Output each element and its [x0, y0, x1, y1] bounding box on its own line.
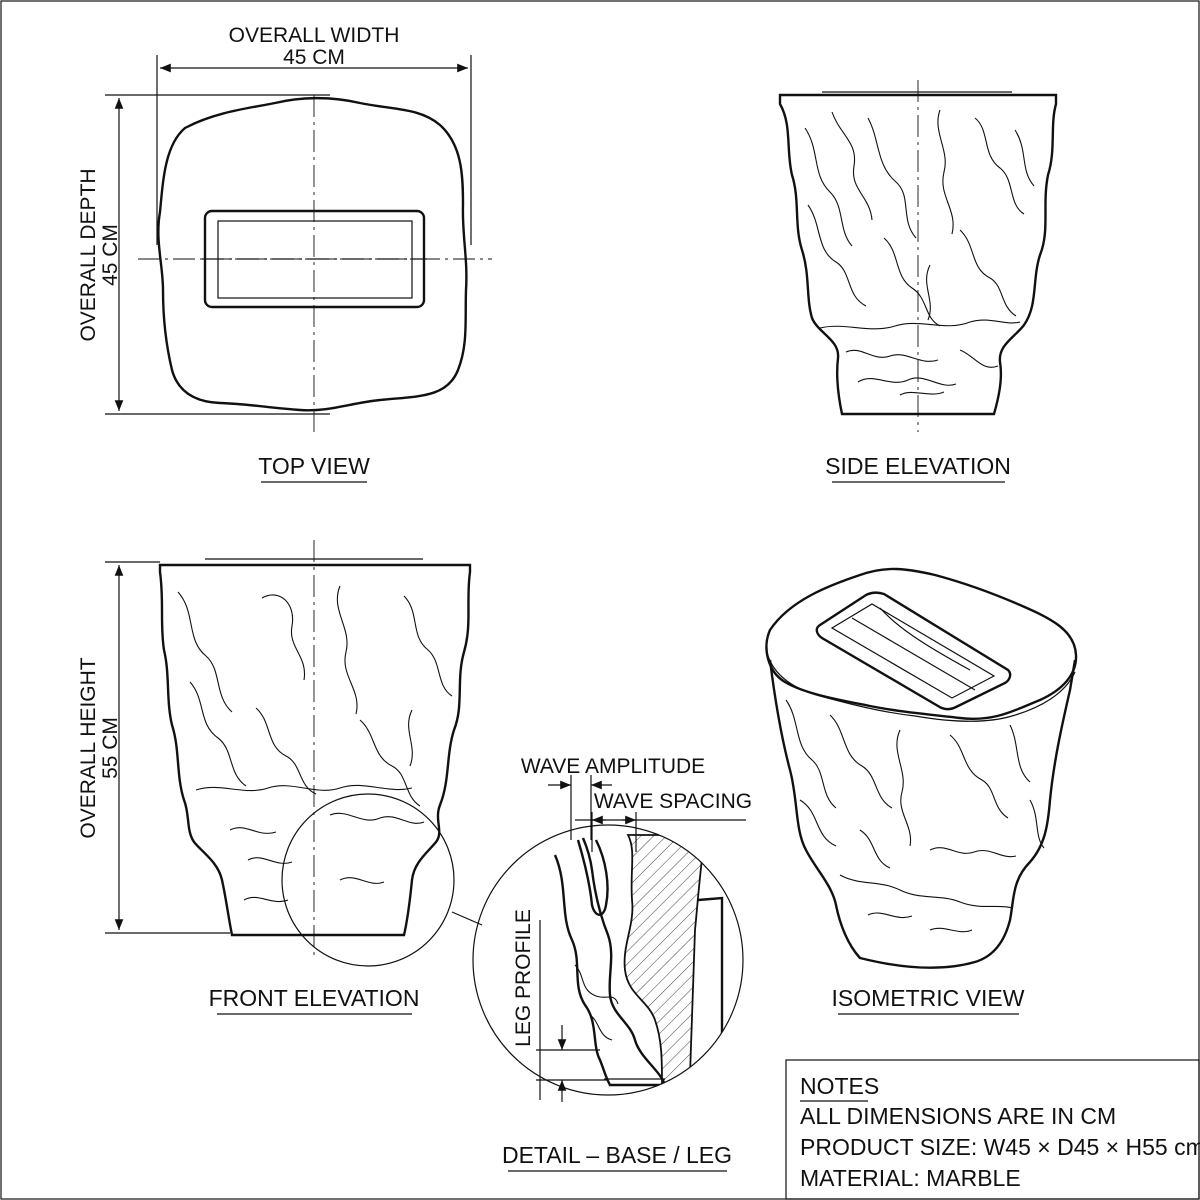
- wave-amplitude-label: WAVE AMPLITUDE: [521, 755, 705, 778]
- detail-callout-circle: [281, 793, 455, 967]
- detail-title: DETAIL – BASE / LEG: [502, 1142, 732, 1168]
- isometric-view: ISOMETRIC VIEW: [765, 567, 1078, 1015]
- width-dimension-value: 45 CM: [283, 46, 345, 69]
- wave-spacing-label: WAVE SPACING: [594, 790, 752, 813]
- notes-line-dimensions: ALL DIMENSIONS ARE IN CM: [800, 1103, 1116, 1129]
- wave-spacing-dimension: WAVE SPACING: [575, 790, 752, 852]
- width-dimension-label: OVERALL WIDTH: [229, 24, 400, 47]
- detail-circle: [472, 824, 744, 1096]
- top-view-title: TOP VIEW: [258, 453, 370, 479]
- detail-base-leg: WAVE AMPLITUDE WAVE SPACING LEG PROFILE …: [472, 755, 752, 1172]
- leg-profile-dimension: LEG PROFILE: [512, 909, 608, 1102]
- side-elevation-outline: [778, 93, 1058, 416]
- side-elevation-title: SIDE ELEVATION: [825, 453, 1011, 479]
- detail-section-hatch: [623, 834, 707, 1087]
- side-elevation-veins: [804, 109, 1035, 396]
- depth-dimension: OVERALL DEPTH 45 CM: [77, 94, 330, 415]
- notes-box: NOTES ALL DIMENSIONS ARE IN CM PRODUCT S…: [785, 1059, 1200, 1200]
- height-dimension-value: 55 CM: [99, 717, 122, 779]
- depth-dimension-value: 45 CM: [99, 224, 122, 286]
- front-elevation-outline: [158, 563, 472, 937]
- isometric-body-outline: [768, 659, 1077, 969]
- notes-heading: NOTES: [800, 1073, 879, 1099]
- wave-amplitude-dimension: WAVE AMPLITUDE: [521, 755, 705, 840]
- isometric-slot: [815, 591, 1012, 711]
- height-dimension: OVERALL HEIGHT 55 CM: [77, 561, 230, 934]
- height-dimension-label: OVERALL HEIGHT: [77, 657, 100, 838]
- isometric-veins: [785, 699, 1045, 933]
- side-elevation: SIDE ELEVATION: [778, 80, 1058, 483]
- isometric-view-title: ISOMETRIC VIEW: [832, 985, 1025, 1011]
- isometric-top-outline: [765, 567, 1078, 720]
- notes-line-size: PRODUCT SIZE: W45 × D45 × H55 cm: [800, 1134, 1200, 1160]
- depth-dimension-label: OVERALL DEPTH: [77, 168, 100, 341]
- top-view: OVERALL WIDTH 45 CM OVERALL DEPTH 45 CM …: [77, 24, 492, 483]
- width-dimension: OVERALL WIDTH 45 CM: [156, 24, 472, 245]
- leg-profile-label: LEG PROFILE: [512, 909, 535, 1047]
- notes-line-material: MATERIAL: MARBLE: [800, 1165, 1021, 1191]
- front-elevation: OVERALL HEIGHT 55 CM FRONT ELEVATION: [77, 540, 483, 1015]
- front-elevation-veins: [177, 585, 453, 902]
- detail-leg-profile: [553, 837, 667, 1087]
- front-elevation-title: FRONT ELEVATION: [209, 985, 420, 1011]
- top-view-outline: [157, 96, 468, 412]
